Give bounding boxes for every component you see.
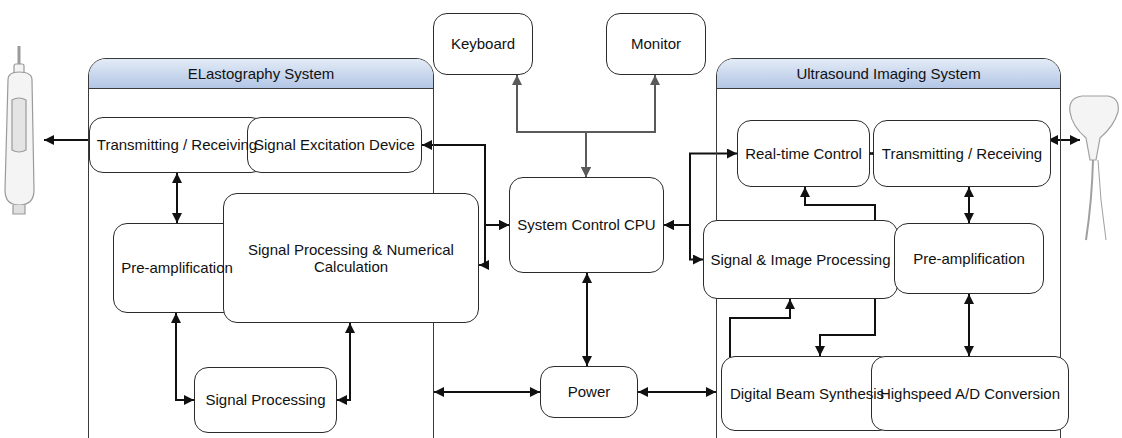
process-box: Highspeed A/D Conversion — [871, 356, 1069, 431]
box-label: System Control CPU — [517, 216, 655, 233]
box-label: Transmitting / Receiving — [97, 136, 257, 153]
ultrasound-probe — [1070, 96, 1119, 240]
system-container: Ultrasound Imaging SystemReal-time Contr… — [716, 58, 1061, 438]
process-box: Transmitting / Receiving — [89, 117, 265, 173]
elastography-probe — [5, 46, 34, 214]
box-label: Signal Processing & Numerical Calculatio… — [229, 241, 473, 276]
connector-arrow — [968, 294, 970, 356]
container-title: ELastography System — [188, 65, 335, 82]
process-box: System Control CPU — [509, 177, 664, 273]
process-box: Real-time Control — [737, 120, 870, 187]
connector-arrow — [176, 173, 178, 223]
box-label: Keyboard — [451, 35, 515, 52]
box-label: Real-time Control — [745, 145, 862, 162]
connector-arrow — [586, 75, 655, 177]
box-label: Highspeed A/D Conversion — [880, 385, 1060, 402]
connector-arrow — [968, 187, 970, 223]
process-box: Monitor — [606, 13, 706, 75]
box-label: Transmitting / Receiving — [882, 145, 1042, 162]
box-label: Pre-amplification — [121, 259, 233, 276]
container-header: ELastography System — [89, 59, 433, 89]
connector-arrow — [176, 313, 194, 400]
probe-link — [1048, 139, 1080, 141]
connector-arrow — [638, 391, 716, 393]
box-label: Signal Excitation Device — [254, 136, 415, 153]
box-label: Signal & Image Processing — [710, 251, 890, 268]
connector-arrow — [664, 154, 737, 226]
connector-arrow — [517, 75, 586, 177]
box-label: Digital Beam Synthesis — [730, 385, 884, 402]
process-box: Signal & Image Processing — [703, 220, 898, 299]
container-header: Ultrasound Imaging System — [717, 59, 1060, 89]
box-label: Power — [568, 383, 611, 400]
process-box: Pre-amplification — [894, 223, 1044, 294]
process-box: Signal Processing & Numerical Calculatio… — [223, 193, 479, 323]
system-container: ELastography SystemTransmitting / Receiv… — [88, 58, 434, 438]
process-box: Transmitting / Receiving — [873, 120, 1051, 187]
process-box: Signal Excitation Device — [247, 117, 422, 173]
process-box: Keyboard — [433, 13, 533, 75]
container-title: Ultrasound Imaging System — [796, 65, 980, 82]
process-box: Digital Beam Synthesis — [721, 356, 893, 431]
connector-arrow — [664, 225, 703, 260]
box-label: Monitor — [631, 35, 681, 52]
connector-arrow — [586, 273, 588, 366]
box-label: Pre-amplification — [913, 250, 1025, 267]
process-box: Pre-amplification — [113, 223, 241, 313]
process-box: Signal Processing — [194, 367, 337, 433]
connector-arrow — [337, 323, 350, 400]
connector-arrow — [434, 391, 540, 393]
connector-arrow — [479, 225, 509, 265]
process-box: Power — [540, 366, 638, 418]
box-label: Signal Processing — [205, 391, 325, 408]
